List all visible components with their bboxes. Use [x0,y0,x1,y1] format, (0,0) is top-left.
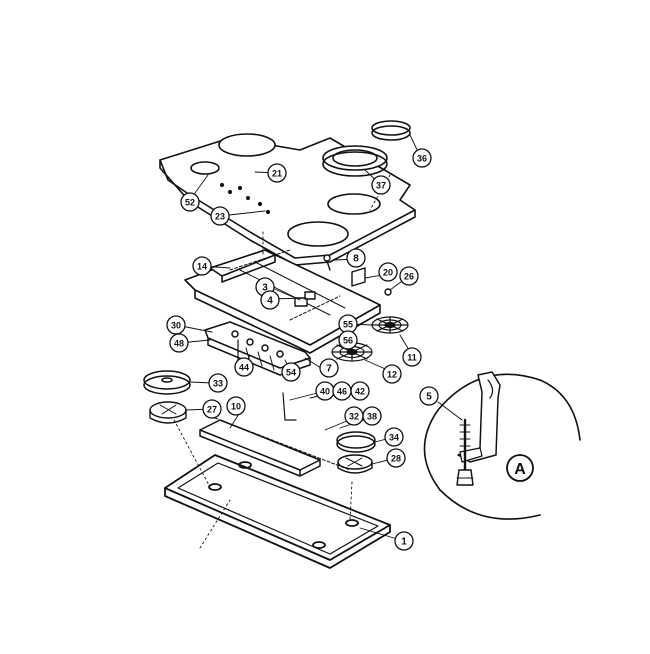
callout-bubble-12 [382,364,402,384]
callout-bubble-54 [281,362,301,382]
callout-bubble-52 [180,192,200,212]
callout-bubble-5 [419,386,439,406]
callout-label-54: 54 [286,368,296,378]
callout-bubble-8 [346,248,366,268]
burner-base-left [149,401,187,424]
callout-bubble-14 [192,256,212,276]
callout-label-10: 10 [231,402,241,412]
callout-label-44: 44 [239,363,249,373]
callout-label-55: 55 [343,320,353,330]
callout-bubble-44 [234,357,254,377]
callout-bubble-20 [378,262,398,282]
detail-a-label: A [514,461,526,478]
callout-bubble-56 [338,330,358,350]
callout-label-27: 27 [207,405,217,415]
callout-label-37: 37 [376,181,386,191]
callout-bubble-1 [394,531,414,551]
callout-bubble-46 [332,381,352,401]
callout-bubble-36 [412,148,432,168]
callout-label-14: 14 [197,262,207,272]
callout-label-56: 56 [343,336,353,346]
callout-label-48: 48 [174,339,184,349]
callout-label-42: 42 [355,387,365,397]
callout-label-30: 30 [171,321,181,331]
callout-label-4: 4 [267,296,273,307]
callout-bubble-23 [210,206,230,226]
detail-a-badge: A [506,454,534,482]
control-knob-left [143,370,191,395]
callout-bubble-27 [202,399,222,419]
burner-ring [322,145,388,177]
callout-bubble-4 [260,290,280,310]
callout-bubble-7 [319,358,339,378]
callout-bubble-10 [226,396,246,416]
burner-cap [371,120,411,141]
callout-label-23: 23 [215,212,225,222]
callout-label-52: 52 [185,198,195,208]
part-callouts: 1345781011121420212326272830323334363738… [166,148,439,551]
callout-label-26: 26 [404,272,414,282]
callout-bubble-26 [399,266,419,286]
callout-label-21: 21 [272,169,282,179]
burner-base-right [337,454,373,474]
callout-bubble-34 [384,427,404,447]
control-bracket [204,321,311,376]
callout-label-1: 1 [401,537,407,548]
callout-label-5: 5 [426,392,432,403]
callout-bubble-11 [402,347,422,367]
callout-label-38: 38 [367,412,377,422]
callout-label-32: 32 [349,412,359,422]
detail-a-leader [437,401,463,421]
callout-bubble-33 [208,373,228,393]
callout-label-12: 12 [387,370,397,380]
wire-harness [282,392,297,421]
control-knob-right [336,431,376,453]
callout-label-11: 11 [407,353,417,363]
callout-bubble-48 [169,333,189,353]
callout-label-20: 20 [383,268,393,278]
burner-head-rear [371,316,409,334]
callout-label-46: 46 [337,387,347,397]
callout-label-28: 28 [391,454,401,464]
drip-pan-tray [164,454,391,569]
callout-label-7: 7 [326,364,332,375]
callout-label-33: 33 [213,379,223,389]
callout-bubble-28 [386,448,406,468]
callout-label-40: 40 [320,387,330,397]
callout-label-34: 34 [389,433,399,443]
callout-bubble-38 [362,406,382,426]
manifold-bar [199,417,351,477]
callout-bubble-37 [371,175,391,195]
small-brackets [294,254,392,307]
callout-label-36: 36 [417,154,427,164]
callout-label-3: 3 [262,283,268,294]
callout-bubble-21 [267,163,287,183]
detail-view-a [423,371,581,520]
callout-label-8: 8 [353,254,359,265]
